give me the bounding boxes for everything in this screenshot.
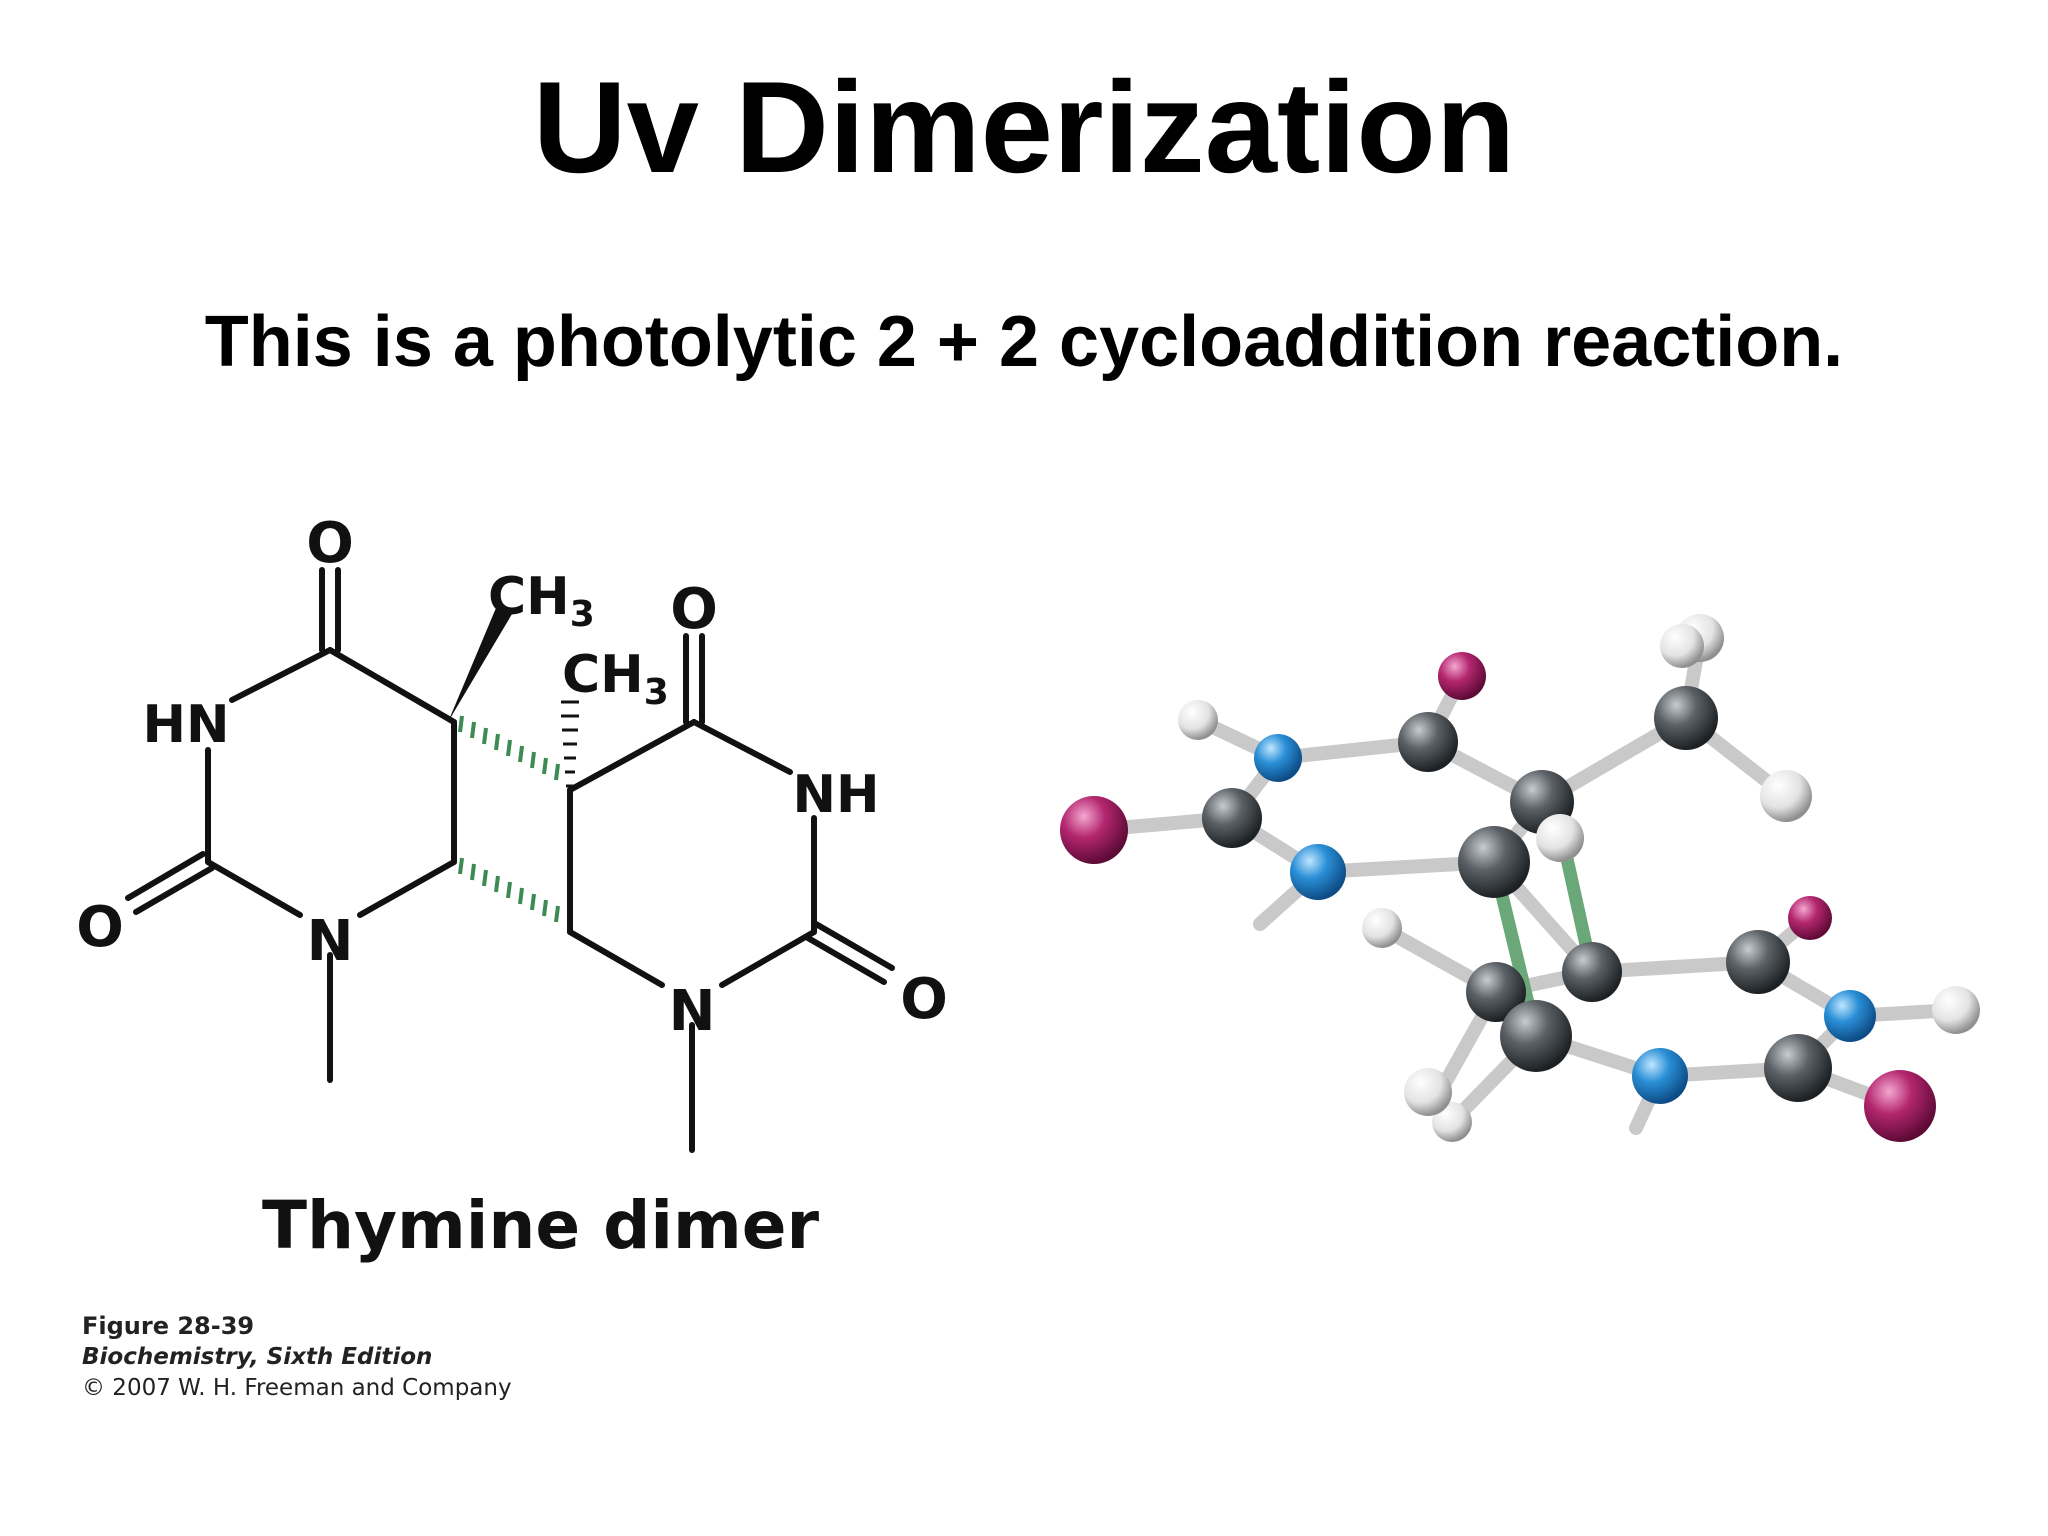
label-ch3-left: CH3: [488, 567, 595, 635]
carbon-atom: [1562, 942, 1622, 1002]
label-o-top-right: O: [670, 577, 718, 642]
hydrogen-atom: [1932, 986, 1980, 1034]
label-o-top-left: O: [306, 511, 354, 576]
bond-c2r-o: [813, 921, 895, 971]
slide-title: Uv Dimerization: [532, 54, 1516, 200]
bond-n1-c2: [205, 859, 303, 918]
thymine-dimer-structure: [125, 567, 895, 1153]
figure-book: Biochemistry, Sixth Edition: [82, 1344, 433, 1371]
hydrogen-atom: [1536, 814, 1584, 862]
carbon-atom: [1458, 826, 1530, 898]
oxygen-atom: [1788, 896, 1832, 940]
carbon-atom: [1466, 962, 1526, 1022]
figure-copyright: © 2007 W. H. Freeman and Company: [82, 1375, 512, 1402]
label-n-right: N: [669, 979, 716, 1044]
cyclobutane-bonds: [458, 715, 560, 923]
carbon-atom: [1654, 686, 1718, 750]
slide-subtitle: This is a photolytic 2 + 2 cycloaddition…: [204, 302, 1844, 382]
bond-n1r-c6r: [567, 929, 665, 988]
carbon-atom: [1202, 788, 1262, 848]
carbon-atom: [1726, 930, 1790, 994]
wedge-bond-ch3-left: [448, 608, 512, 722]
label-o-right: O: [900, 967, 948, 1032]
ball-and-stick-model: [1060, 614, 1980, 1142]
hydrogen-atom: [1660, 624, 1704, 668]
cyclobutane-bond-top: [458, 715, 560, 781]
bond-c2-o: [125, 851, 206, 901]
nitrogen-atom: [1254, 734, 1302, 782]
nitrogen-atom: [1632, 1048, 1688, 1104]
figure-credit: Figure 28-39 Biochemistry, Sixth Edition…: [82, 1310, 512, 1404]
structure-caption: Thymine dimer: [262, 1187, 820, 1264]
hydrogen-atom: [1432, 1102, 1472, 1142]
label-ch3-right: CH3: [562, 645, 669, 713]
label-hn: HN: [142, 695, 229, 755]
oxygen-atom: [1438, 652, 1486, 700]
oxygen-atom: [1864, 1070, 1936, 1142]
nitrogen-atom: [1290, 844, 1346, 900]
bond-c6-n1: [357, 859, 457, 918]
hydrogen-atom: [1760, 770, 1812, 822]
bond-c4r-n3r: [691, 719, 793, 775]
oxygen-atom: [1060, 796, 1128, 864]
bond-n3-c4: [229, 647, 333, 703]
label-o-left: O: [76, 895, 124, 960]
cyclobutane-bond-bottom: [458, 857, 560, 923]
carbon-atom: [1398, 712, 1458, 772]
hydrogen-atom: [1362, 908, 1402, 948]
bond-c5r-c4r: [567, 719, 697, 793]
bond-c4-c5: [327, 647, 457, 725]
hashed-bond-ch3-right: [561, 700, 579, 788]
hydrogen-atom: [1404, 1068, 1452, 1116]
figure-number: Figure 28-39: [82, 1312, 255, 1340]
bond-c2r-n1r: [719, 929, 817, 988]
nitrogen-atom: [1824, 990, 1876, 1042]
label-nh: NH: [792, 765, 879, 825]
carbon-atom: [1764, 1034, 1832, 1102]
carbon-atom: [1500, 1000, 1572, 1072]
hydrogen-atom: [1178, 700, 1218, 740]
label-n-left: N: [307, 909, 354, 974]
